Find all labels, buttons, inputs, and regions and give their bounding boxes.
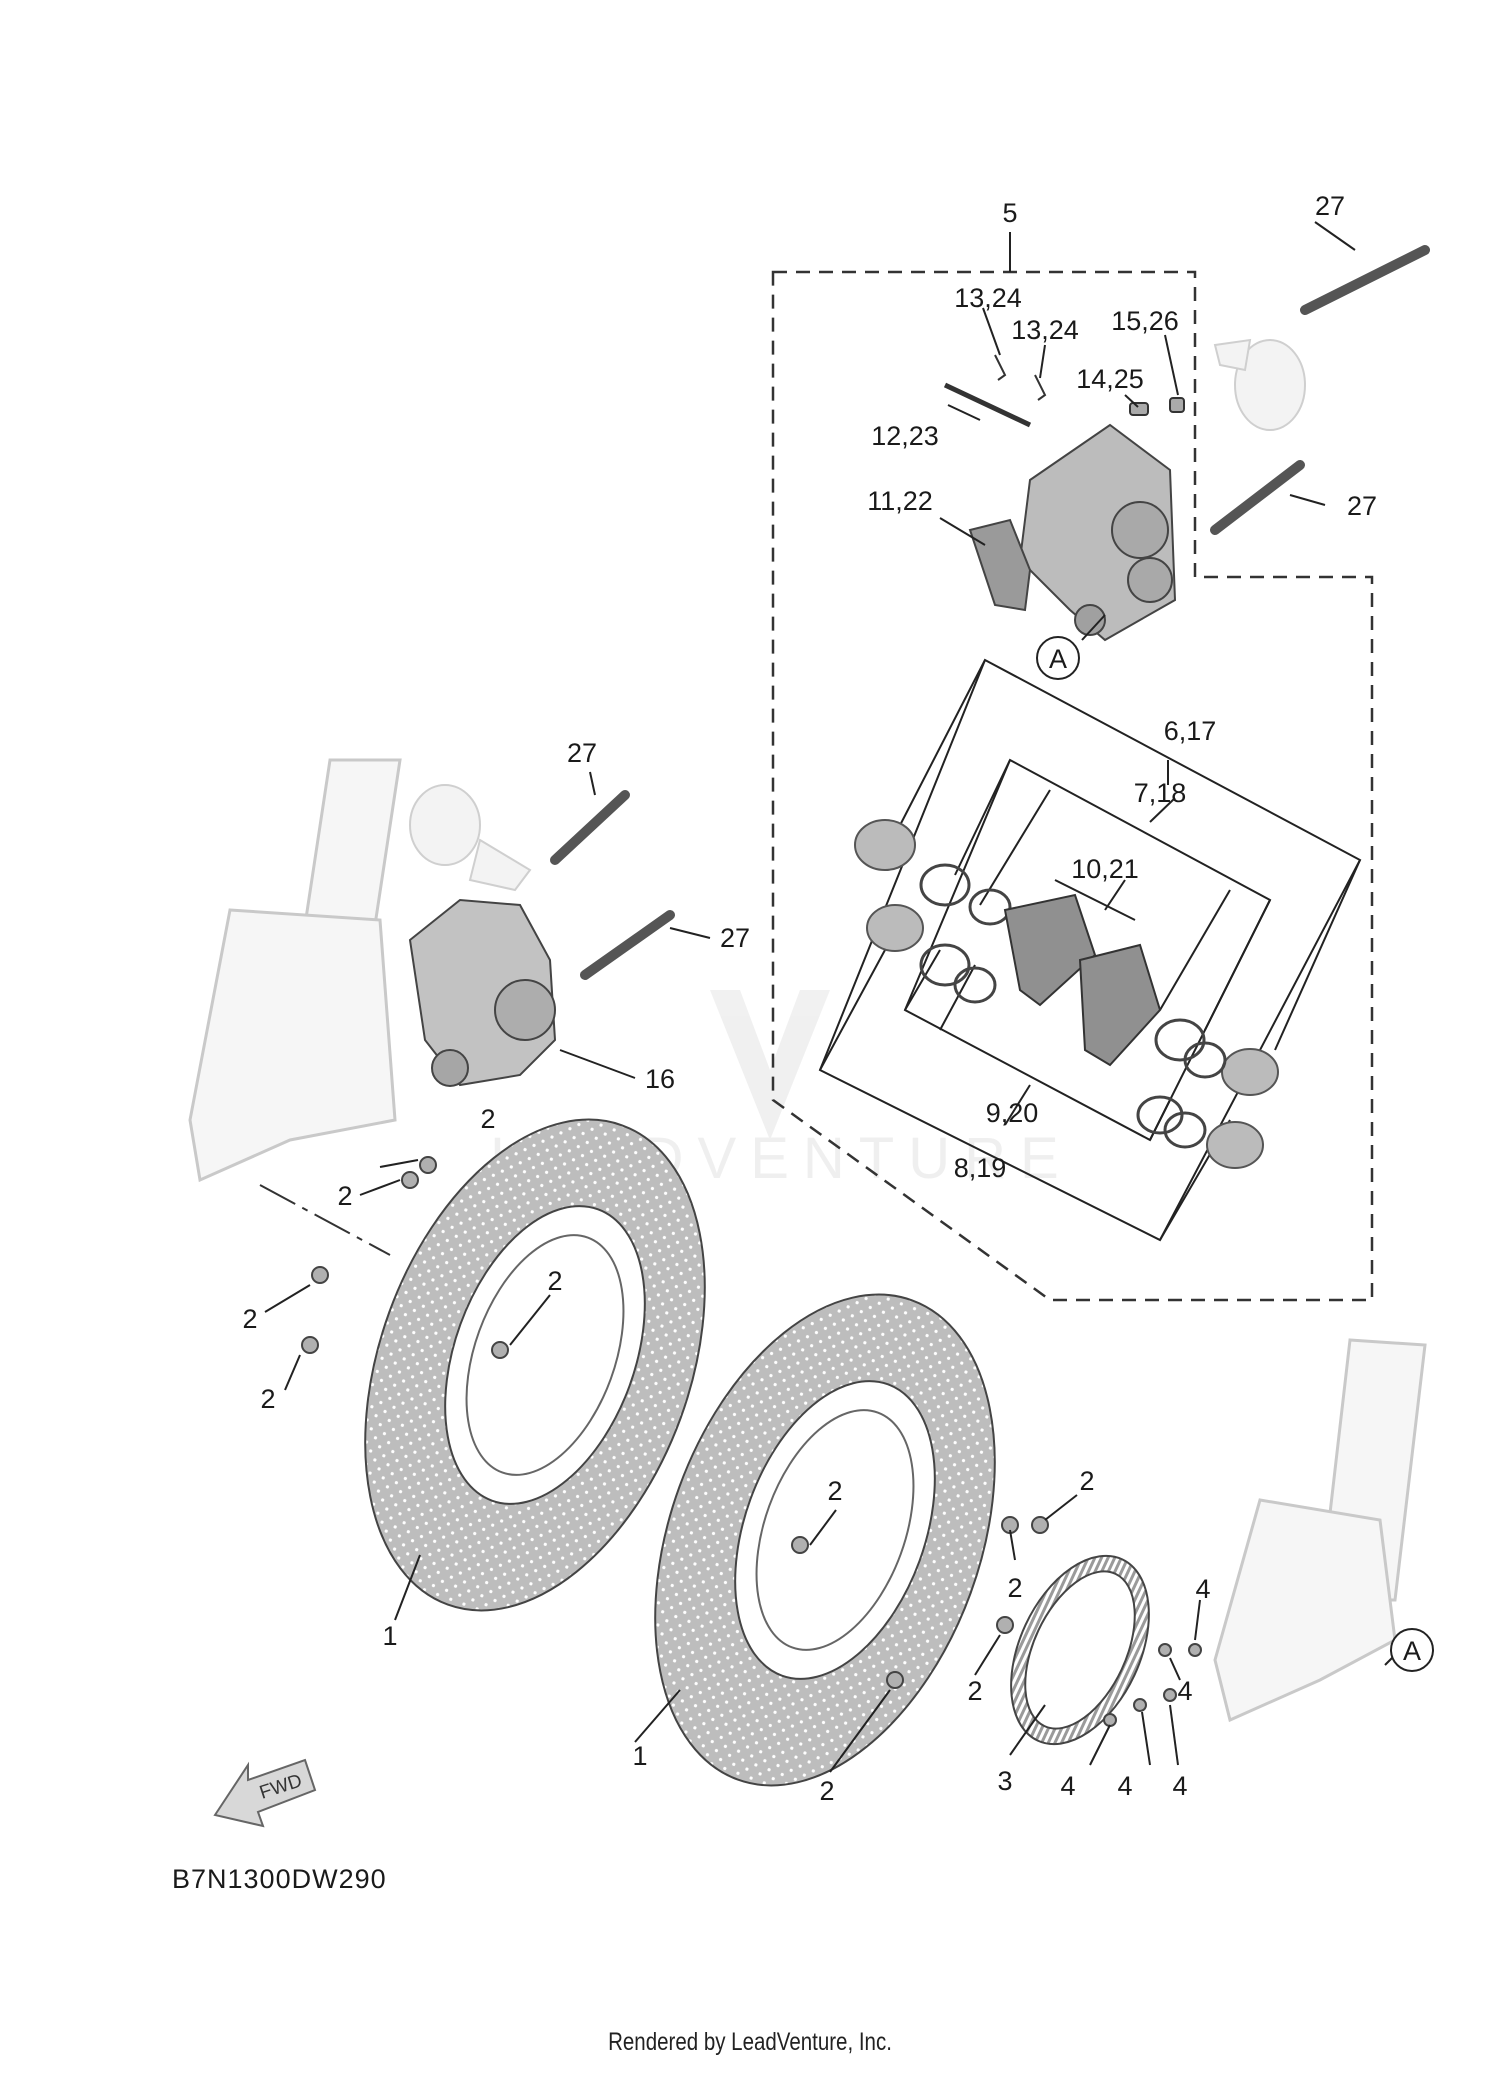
callout-4: 4 [1195,1574,1210,1604]
callout-2: 2 [1007,1573,1022,1603]
ref-mark-a-bottom: A [1390,1628,1434,1672]
callout-3: 3 [997,1766,1012,1796]
watermark-logo-icon [710,990,830,1140]
svg-text:A: A [1049,644,1067,674]
callout-labels: 5 27 13,24 13,24 15,26 14,25 12,23 11,22… [242,191,1377,1806]
long-bolts [550,245,1430,980]
fwd-arrow-icon: FWD [213,1758,317,1828]
callout-27: 27 [720,923,750,953]
callout-12-23: 12,23 [871,421,939,451]
diagram-code: B7N1300DW290 [172,1864,387,1894]
callout-4: 4 [1060,1771,1075,1801]
callout-27: 27 [567,738,597,768]
callout-2: 2 [1079,1466,1094,1496]
svg-text:A: A [1403,1636,1421,1666]
callout-5: 5 [1002,198,1017,228]
caliper-right [968,423,1177,642]
callout-4: 4 [1177,1676,1192,1706]
callout-13-24: 13,24 [1011,315,1079,345]
callout-13-24: 13,24 [954,283,1022,313]
small-bolts [301,1156,1202,1727]
brake-disc-right [654,1293,996,1787]
sensor-rotor [1010,1554,1150,1746]
caliper-left [408,898,557,1087]
callout-2: 2 [337,1181,352,1211]
disc-top-right-faded [1213,338,1306,431]
callout-16: 16 [645,1064,675,1094]
fork-left [188,758,402,1183]
brake-pads [1003,893,1162,1067]
callout-8-19: 8,19 [954,1153,1007,1183]
piston-seals [919,863,1227,1149]
footer-credit: Rendered by LeadVenture, Inc. [608,2028,892,2056]
callout-10-21: 10,21 [1071,854,1139,884]
fork-right [1213,1338,1427,1723]
disc-left-faded [409,784,532,892]
callout-27: 27 [1347,491,1377,521]
callout-2: 2 [827,1476,842,1506]
caliper-assembly-outline [771,270,1374,1302]
callout-1: 1 [632,1741,647,1771]
callout-27: 27 [1315,191,1345,221]
axle-line [259,1184,391,1256]
caliper-right-hardware [943,354,1185,428]
callout-2: 2 [260,1384,275,1414]
callout-15-26: 15,26 [1111,306,1179,336]
callout-2: 2 [547,1266,562,1296]
callout-14-25: 14,25 [1076,364,1144,394]
callout-7-18: 7,18 [1134,778,1187,808]
callout-2: 2 [480,1104,495,1134]
callout-4: 4 [1172,1771,1187,1801]
callout-11-22: 11,22 [867,486,933,516]
callout-2: 2 [242,1304,257,1334]
callout-2: 2 [967,1676,982,1706]
callout-6-17: 6,17 [1164,716,1217,746]
callout-9-20: 9,20 [986,1098,1039,1128]
callout-4: 4 [1117,1771,1132,1801]
callout-2: 2 [819,1776,834,1806]
brake-disc-left [364,1118,706,1612]
callout-1: 1 [382,1621,397,1651]
pistons [854,819,1279,1169]
ref-mark-a-top: A [1036,636,1080,680]
